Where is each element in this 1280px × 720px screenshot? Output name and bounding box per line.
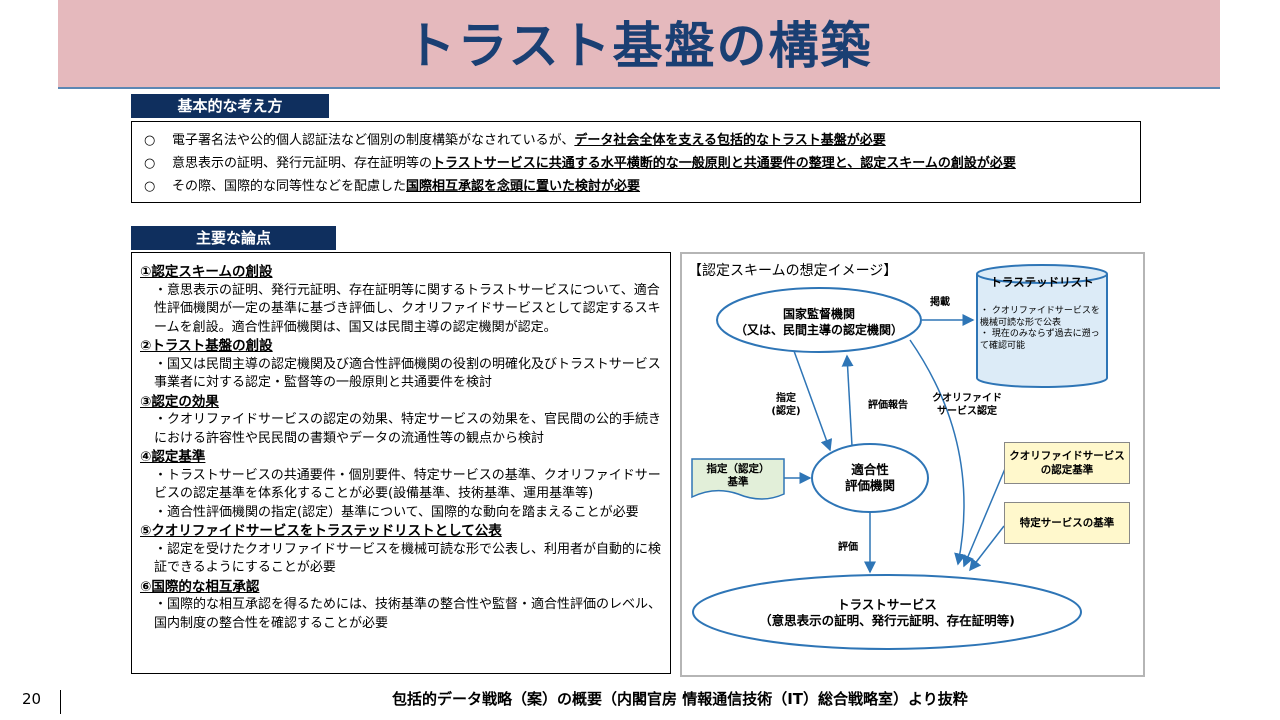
trusted-list-bullets: ・ クオリファイドサービスを機械可読な形で公表 ・ 現在のみならず過去に遡って確… <box>980 306 1106 352</box>
evaluate-label: 評価 <box>838 542 858 553</box>
trusted-list-bullet: ・ クオリファイドサービスを機械可読な形で公表 <box>980 306 1100 328</box>
evaluator-label: 適合性 評価機関 <box>812 462 928 494</box>
qualified-cert-label: クオリファイド サービス認定 <box>932 392 1002 418</box>
page-number: 20 <box>22 690 42 708</box>
basic-ideas-tab: 基本的な考え方 <box>131 94 329 118</box>
trust-service-label: トラストサービス （意思表示の証明、発行元証明、存在証明等) <box>693 597 1081 629</box>
point-text: ・トラストサービスの共通要件・個別要件、特定サービスの基準、クオリファイドサービ… <box>154 467 661 502</box>
title-band: トラスト基盤の構築 <box>58 0 1220 87</box>
designation-criteria-label: 指定（認定） 基準 <box>692 463 784 489</box>
basic-row-emphasis: トラストサービスに共通する水平横断的な一般原則と共通要件の整理と、認定スキームの… <box>432 156 1016 171</box>
trust-service-ellipse <box>692 574 1082 650</box>
point-5: ⑤クオリファイドサービスをトラステッドリストとして公表 ・認定を受けたクオリファ… <box>140 522 670 578</box>
basic-ideas-box: ○ 電子署名法や公的個人認証法など個別の制度構築がなされているが、データ社会全体を… <box>131 121 1141 203</box>
trust-service-line2: （意思表示の証明、発行元証明、存在証明等) <box>759 613 1015 628</box>
point-text: ・国又は民間主導の認定機関及び適合性評価機関の役割の明確化及びトラストサービス事… <box>154 356 661 391</box>
trusted-list-bullet: ・ 現在のみならず過去に遡って確認可能 <box>980 329 1100 351</box>
authority-line1: 国家監督機関 <box>782 307 855 321</box>
report-label: 評価報告 <box>868 400 908 411</box>
circle-marker: ○ <box>144 133 156 148</box>
point-3: ③認定の効果 ・クオリファイドサービスの認定の効果、特定サービスの効果を、官民間… <box>140 393 670 449</box>
circle-marker: ○ <box>144 179 156 194</box>
designate-arrow <box>793 350 833 452</box>
basic-row-3: ○ その際、国際的な同等性などを配慮した国際相互承認を念頭に置いた検討が必要 <box>144 175 640 194</box>
designation-criteria-shape <box>691 458 785 500</box>
specific-criteria-box: 特定サービスの基準 <box>1004 502 1130 544</box>
publish-label: 掲載 <box>930 297 950 308</box>
authority-label: 国家監督機関 （又は、民間主導の認定機関） <box>717 306 921 338</box>
evaluator-line2: 評価機関 <box>844 478 895 493</box>
certification-scheme-diagram: 【認定スキームの想定イメージ】 <box>680 252 1145 677</box>
basic-row-1: ○ 電子署名法や公的個人認証法など個別の制度構築がなされているが、データ社会全体を… <box>144 129 886 148</box>
basic-row-2: ○ 意思表示の証明、発行元証明、存在証明等のトラストサービスに共通する水平横断的な… <box>144 152 1016 171</box>
point-6: ⑥国際的な相互承認 ・国際的な相互承認を得るためには、技術基準の整合性や監督・適… <box>140 578 670 634</box>
point-text: ・意思表示の証明、発行元証明、存在証明等に関するトラストサービスについて、適合性… <box>154 282 661 335</box>
qualified-criteria-box: クオリファイドサービス の認定基準 <box>1004 442 1130 484</box>
trust-service-line1: トラストサービス <box>837 597 937 612</box>
evaluator-line1: 適合性 <box>851 462 889 477</box>
authority-ellipse <box>716 287 922 353</box>
source-footer: 包括的データ戦略（案）の概要（内閣官房 情報通信技術（IT）総合戦略室）より抜粋 <box>392 690 968 708</box>
report-arrow <box>841 354 854 447</box>
point-title: ⑤クオリファイドサービスをトラステッドリストとして公表 <box>140 523 502 539</box>
diagram-shapes <box>691 264 1108 650</box>
diagram-heading: 【認定スキームの想定イメージ】 <box>688 263 898 279</box>
page-number-divider <box>60 690 61 714</box>
title-divider <box>58 87 1220 89</box>
qualified-cert-line2: サービス認定 <box>937 406 997 417</box>
basic-row-text: 意思表示の証明、発行元証明、存在証明等の <box>172 156 433 171</box>
basic-row-text: 電子署名法や公的個人認証法など個別の制度構築がなされているが、 <box>172 133 575 148</box>
designation-criteria-line2: 基準 <box>727 476 749 488</box>
point-text: ・適合性評価機関の指定(認定）基準について、国際的な動向を踏まえることが必要 <box>154 504 639 520</box>
designation-criteria-line1: 指定（認定） <box>706 463 770 475</box>
main-points-box: ①認定スキームの創設 ・意思表示の証明、発行元証明、存在証明等に関するトラストサ… <box>131 252 671 674</box>
point-title: ②トラスト基盤の創設 <box>140 338 273 354</box>
point-title: ⑥国際的な相互承認 <box>140 578 260 595</box>
qualified-criteria-line1: クオリファイドサービス <box>1009 450 1125 462</box>
point-title: ④認定基準 <box>140 449 206 465</box>
qualified-cert-arrow <box>909 339 966 566</box>
point-1: ①認定スキームの創設 ・意思表示の証明、発行元証明、存在証明等に関するトラストサ… <box>140 263 670 337</box>
point-text: ・国際的な相互承認を得るためには、技術基準の整合性や監督・適合性評価のレベル、国… <box>154 597 662 631</box>
point-text: ・認定を受けたクオリファイドサービスを機械可読な形で公表し、利用者が自動的に検証… <box>154 541 662 576</box>
circle-marker: ○ <box>144 156 156 171</box>
point-2: ②トラスト基盤の創設 ・国又は民間主導の認定機関及び適合性評価機関の役割の明確化… <box>140 337 670 393</box>
main-points-tab: 主要な論点 <box>131 226 336 250</box>
specific-criteria-arrow <box>969 525 1005 572</box>
basic-row-text: その際、国際的な同等性などを配慮した <box>172 179 407 194</box>
designate-label: 指定 (認定) <box>768 392 804 418</box>
designate-line2: (認定) <box>771 406 801 417</box>
qualified-cert-line1: クオリファイド <box>932 393 1002 404</box>
point-text: ・クオリファイドサービスの認定の効果、特定サービスの効果を、官民間の公的手続きに… <box>154 412 662 446</box>
basic-row-emphasis: データ社会全体を支える包括的なトラスト基盤が必要 <box>574 133 886 148</box>
qualified-criteria-arrow <box>962 463 1008 568</box>
page-title: トラスト基盤の構築 <box>405 17 873 75</box>
point-4: ④認定基準 ・トラストサービスの共通要件・個別要件、特定サービスの基準、クオリフ… <box>140 448 670 522</box>
point-title: ③認定の効果 <box>140 393 219 410</box>
basic-row-emphasis: 国際相互承認を念頭に置いた検討が必要 <box>406 179 641 194</box>
trusted-list-cylinder <box>976 264 1108 388</box>
authority-line2: （又は、民間主導の認定機関） <box>734 323 903 337</box>
point-title: ①認定スキームの創設 <box>140 264 273 280</box>
trusted-list-title: トラステッドリスト <box>990 275 1094 289</box>
qualified-criteria-line2: の認定基準 <box>1040 464 1094 476</box>
designate-line1: 指定 <box>776 393 796 404</box>
